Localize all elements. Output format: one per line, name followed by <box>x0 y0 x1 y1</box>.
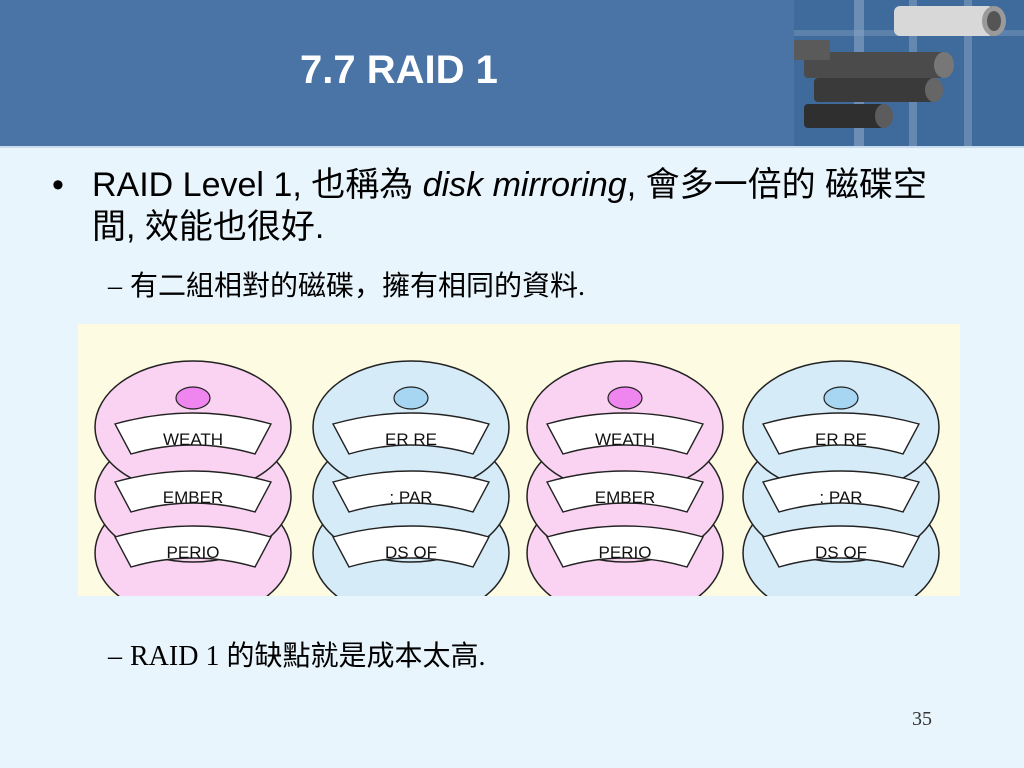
bullet-text-italic: disk mirroring <box>422 166 627 204</box>
disk-label-band <box>113 525 273 568</box>
disk-hub <box>393 386 429 410</box>
disk-label-band <box>761 525 921 568</box>
title-bar: 7.7 RAID 1 <box>0 0 1024 146</box>
disk-label-text: EMBER <box>595 488 655 507</box>
disk-label-text: PERIO <box>167 543 220 562</box>
disk-label-band <box>545 525 705 568</box>
disk-hub <box>823 386 859 410</box>
disk-label-band <box>761 470 921 513</box>
bullet-dot: • <box>52 166 64 204</box>
disk-label-band <box>331 525 491 568</box>
pipes-decoration-image <box>794 0 1024 146</box>
sub-bullet-1: –有二組相對的磁碟，擁有相同的資料. <box>108 264 585 304</box>
disk-label-band <box>113 412 273 455</box>
disk-hub <box>175 386 211 410</box>
sub-bullet-dash: – <box>108 641 122 672</box>
bullet-text-part1: RAID Level 1, 也稱為 <box>92 166 423 204</box>
title-divider <box>0 146 1024 148</box>
disk-label-band <box>545 412 705 455</box>
disk-label-band <box>113 470 273 513</box>
disk-label-text: ER RE <box>815 430 867 449</box>
disk-label-text: WEATH <box>595 430 655 449</box>
raid1-disk-figure: WEATH EMBER PERIO ER RE : PAR DS OF WEATH EMBER… <box>78 324 960 596</box>
disk-label-text: EMBER <box>163 488 223 507</box>
sub-bullet-2-text: RAID 1 的缺點就是成本太高. <box>130 641 486 672</box>
page-number: 35 <box>912 708 932 730</box>
main-bullet-text: RAID Level 1, 也稱為 disk mirroring, 會多一倍的 … <box>92 164 952 248</box>
disk-label-band <box>545 470 705 513</box>
disk-label-band <box>761 412 921 455</box>
disk-label-text: DS OF <box>815 543 867 562</box>
sub-bullet-dash: – <box>108 271 122 302</box>
disk-hub <box>607 386 643 410</box>
disk-diagram: WEATH EMBER PERIO ER RE : PAR DS OF WEATH EMBER… <box>94 360 940 596</box>
slide-title: 7.7 RAID 1 <box>300 48 498 92</box>
disk-stack: WEATH EMBER PERIO <box>526 360 724 596</box>
disk-label-band <box>331 470 491 513</box>
sub-bullet-1-text: 有二組相對的磁碟，擁有相同的資料. <box>130 271 586 302</box>
disk-label-text: : PAR <box>389 488 432 507</box>
disk-label-text: DS OF <box>385 543 437 562</box>
disk-stack: ER RE : PAR DS OF <box>312 360 510 596</box>
disk-label-text: WEATH <box>163 430 223 449</box>
disk-stack: ER RE : PAR DS OF <box>742 360 940 596</box>
disk-label-text: : PAR <box>819 488 862 507</box>
disk-label-text: PERIO <box>599 543 652 562</box>
disk-label-band <box>331 412 491 455</box>
bullet-text-part2: , 會多一倍的 磁碟空間, 效能也很好. <box>92 166 928 246</box>
disk-label-text: ER RE <box>385 430 437 449</box>
disk-stack: WEATH EMBER PERIO <box>94 360 292 596</box>
sub-bullet-2: –RAID 1 的缺點就是成本太高. <box>108 634 485 674</box>
